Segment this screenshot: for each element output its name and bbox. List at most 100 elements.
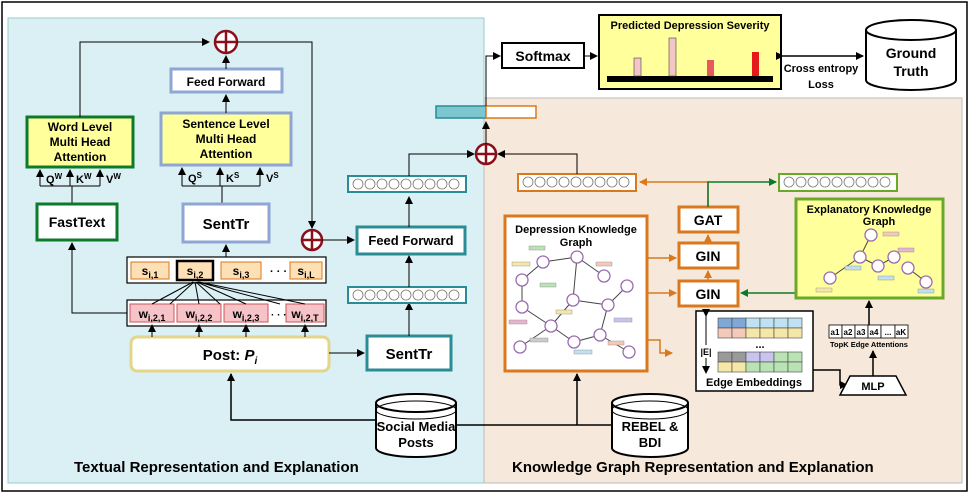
mlp-label: MLP [861,381,884,393]
fasttext-label: FastText [49,214,106,230]
word-attn-line1: Word Level [48,120,112,134]
softmax-label: Softmax [515,48,570,64]
concat-to-softmax-arrow [485,52,501,106]
svg-text:wi,2,3: wi,2,3 [232,307,260,323]
rebel-bdi-cylinder [611,393,689,458]
sent-attn-line1: Sentence Level [182,117,269,131]
edge-embeddings-label: Edge Embeddings [706,377,802,389]
word-qkv-labels: QW KW VW [46,172,121,186]
middle-add-symbol [300,228,324,252]
dkg-graph [508,245,636,359]
svg-text:si,L: si,L [297,264,315,280]
social-media-line2: Posts [398,435,433,450]
post-label: Post: Pi [203,347,258,367]
gat-label: GAT [694,212,723,228]
word-to-sentence-fan [151,281,306,305]
mlp-box [838,375,908,396]
green-embedding [778,173,898,192]
social-media-line1: Social Media [377,419,457,434]
svg-text:aK: aK [896,328,906,337]
svg-text:...: ... [885,328,892,337]
ekg-title-line2: Graph [863,216,896,228]
predicted-severity-title: Predicted Depression Severity [611,20,771,32]
dkg-title-line2: Graph [560,237,593,249]
feed-forward-mid-label: Feed Forward [368,233,453,248]
concat-teal-part [435,105,487,119]
svg-text:· · ·: · · · [271,310,287,321]
topk-attention-cells: a1 a2 a3 a4 ... aK [828,324,909,339]
word-attn-to-plus-arrow [79,38,210,117]
kg-section-title: Knowledge Graph Representation and Expla… [512,459,874,476]
sent-qkv-labels: QS KS VS [188,171,279,185]
sentence-level-attention-box [159,111,293,167]
fasttext-box [35,202,119,242]
post-box [129,335,331,373]
word-cells: wi,2,1 wi,2,2 wi,2,3 · · · wi,2,T [129,303,325,323]
prediction-bars [607,37,773,82]
senttr-top-label: SentTr [203,216,250,233]
senttr-mid-label: SentTr [386,346,433,363]
dkg-title-line1: Depression Knowledge [515,224,637,236]
sentence-cells: si,1 si,2 si,3 · · · si,L [130,259,323,282]
ekg-title-line1: Explanatory Knowledge [807,204,932,216]
svg-text:a3: a3 [857,328,866,337]
svg-text:a2: a2 [844,328,853,337]
teal-embedding-upper [347,175,467,193]
gin-lower-label: GIN [696,286,721,302]
sent-attn-line2: Multi Head [196,132,257,146]
social-to-post-arrow [227,373,376,421]
senttr-top-box [181,202,271,244]
svg-text:a4: a4 [870,328,879,337]
emb-to-center-plus-arrow [408,150,475,176]
svg-text:si,3: si,3 [233,264,250,280]
topk-label: TopK Edge Attentions [830,340,908,349]
ground-truth-line2: Truth [894,63,929,79]
words-to-fasttext-arrow [68,242,128,314]
loss-line2: Loss [808,79,834,91]
orange-embedding [517,173,637,192]
explanatory-kg-box [794,197,945,300]
sent-attn-line3: Attention [200,147,253,161]
gin-upper-label: GIN [696,248,721,264]
svg-text:· · ·: · · · [270,266,287,278]
edge-ellipsis: ... [755,339,764,351]
top-add-symbol [213,29,239,55]
svg-text:KW: KW [76,172,92,186]
svg-text:QW: QW [46,172,63,186]
ground-truth-line1: Ground [886,45,937,61]
social-media-cylinder [375,393,457,458]
post-to-words-arrows [148,324,309,337]
svg-text:QS: QS [188,171,203,185]
svg-text:si,2: si,2 [187,264,204,280]
ekg-graph [815,228,935,294]
feed-forward-top-label: Feed Forward [187,75,266,89]
svg-text:VS: VS [266,171,279,185]
edge-to-mlp-arrow [813,369,848,389]
center-add-symbol [474,142,498,166]
plus-to-plus-arrow [237,41,316,229]
textual-section-title: Textual Representation and Explanation [74,459,359,476]
gat-to-green-emb-arrow [707,178,777,207]
dkg-to-edge-emb-arrow [647,339,673,357]
orange-emb-to-plus-arrow [497,150,578,174]
ground-truth-cylinder [865,19,957,91]
concat-orange-part [485,105,537,119]
svg-text:a1: a1 [831,328,840,337]
svg-text:KS: KS [226,171,240,185]
word-attn-line3: Attention [54,150,107,164]
feed-forward-mid-box [355,225,467,256]
svg-text:wi,2,2: wi,2,2 [185,307,213,323]
loss-line1: Cross entropy [784,63,859,75]
edge-count-label: |E| [700,347,711,357]
rebel-line2: BDI [639,435,661,450]
svg-text:wi,2,T: wi,2,T [290,307,319,323]
edge-embedding-grid [717,317,803,373]
svg-text:VW: VW [106,172,121,186]
word-attn-line2: Multi Head [50,135,111,149]
teal-embedding-lower [347,286,467,304]
svg-text:si,1: si,1 [142,264,159,280]
svg-text:wi,2,1: wi,2,1 [138,307,166,323]
rebel-line1: REBEL & [622,419,679,434]
